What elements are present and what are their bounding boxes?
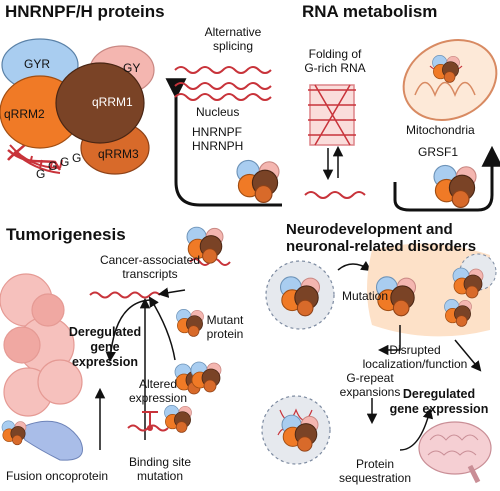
mutation-label: Mutation: [342, 289, 389, 303]
cancer-transcripts-line2: transcripts: [122, 267, 178, 281]
tumor-panel-title: Tumorigenesis: [6, 225, 126, 244]
grepeat-line1: G-repeat: [346, 371, 394, 385]
sequestration-line1: Protein: [355, 457, 395, 471]
disrupted-line1: Disrupted: [389, 343, 441, 357]
cancer-transcripts-line1: Cancer-associated: [99, 253, 201, 267]
qrrm3-label: qRRM3: [98, 147, 139, 161]
qrrm2-label: qRRM2: [4, 107, 45, 121]
dereg-line1: Deregulated: [68, 325, 142, 339]
altered-line1: Altered: [138, 377, 178, 391]
mutant-protein-line2: protein: [206, 327, 244, 341]
protein-panel-title: HNRNPF/H proteins: [5, 2, 165, 21]
dereg-line3: expression: [71, 355, 138, 369]
g-quadruplex: [308, 84, 356, 146]
folding-line1: Folding of: [308, 47, 362, 61]
protein-complex-nucleus: [236, 159, 280, 203]
qrrm1-domain: [55, 62, 145, 144]
rna-metabolism-panel: [165, 39, 500, 212]
binding-line2: mutation: [136, 469, 184, 483]
nucleus-label: Nucleus: [196, 105, 240, 119]
hnrnpf-label: HNRNPF: [192, 125, 242, 139]
protein-panel: [0, 38, 155, 175]
mutant-protein-line1: Mutant: [206, 313, 244, 327]
altered-line2: expression: [128, 391, 188, 405]
sequestration-line2: sequestration: [338, 471, 412, 485]
grepeat-line2: expansions: [339, 385, 401, 399]
mitochondria-label: Mitochondria: [406, 123, 475, 137]
neuro-title-line2: neuronal-related disorders: [286, 238, 477, 255]
fusion-label: Fusion oncoprotein: [6, 469, 109, 483]
fusion-oncoprotein: [19, 420, 83, 461]
mitochondria-outline: [393, 145, 500, 212]
disrupted-line2: localization/function: [362, 357, 468, 371]
motif-g-3: G: [60, 155, 70, 169]
motif-g-2: G: [48, 159, 58, 173]
neuro-dereg-line2: gene expression: [389, 402, 489, 416]
alt-splicing-line1: Alternative: [204, 25, 262, 39]
neuro-panel: [261, 243, 497, 484]
tumorigenesis-panel: [0, 226, 231, 461]
cancer-transcript-rna: [89, 291, 161, 299]
motif-g-4: G: [72, 151, 82, 165]
splicing-rna: [174, 66, 272, 101]
folding-line2: G-rich RNA: [304, 61, 366, 75]
hnrnph-label: HNRNPH: [192, 139, 244, 153]
grsf1-complex: [433, 164, 477, 208]
dereg-line2: gene: [90, 340, 120, 354]
rna-panel-title: RNA metabolism: [302, 2, 438, 21]
gy-label: GY: [123, 61, 141, 75]
grsf1-label: GRSF1: [418, 145, 459, 159]
nucleus-outline: [165, 78, 282, 207]
alt-splicing-line2: splicing: [212, 39, 254, 53]
binding-line1: Binding site: [128, 455, 192, 469]
neuro-dereg-line1: Deregulated: [402, 387, 476, 401]
qrrm1-label: qRRM1: [92, 95, 133, 109]
brain: [418, 421, 492, 484]
neuro-title-line1: Neurodevelopment and: [286, 221, 453, 238]
linear-rna: [304, 191, 366, 199]
tumor-cells: [0, 273, 83, 417]
motif-g-1: G: [36, 167, 46, 181]
gyr-label: GYR: [24, 57, 51, 71]
